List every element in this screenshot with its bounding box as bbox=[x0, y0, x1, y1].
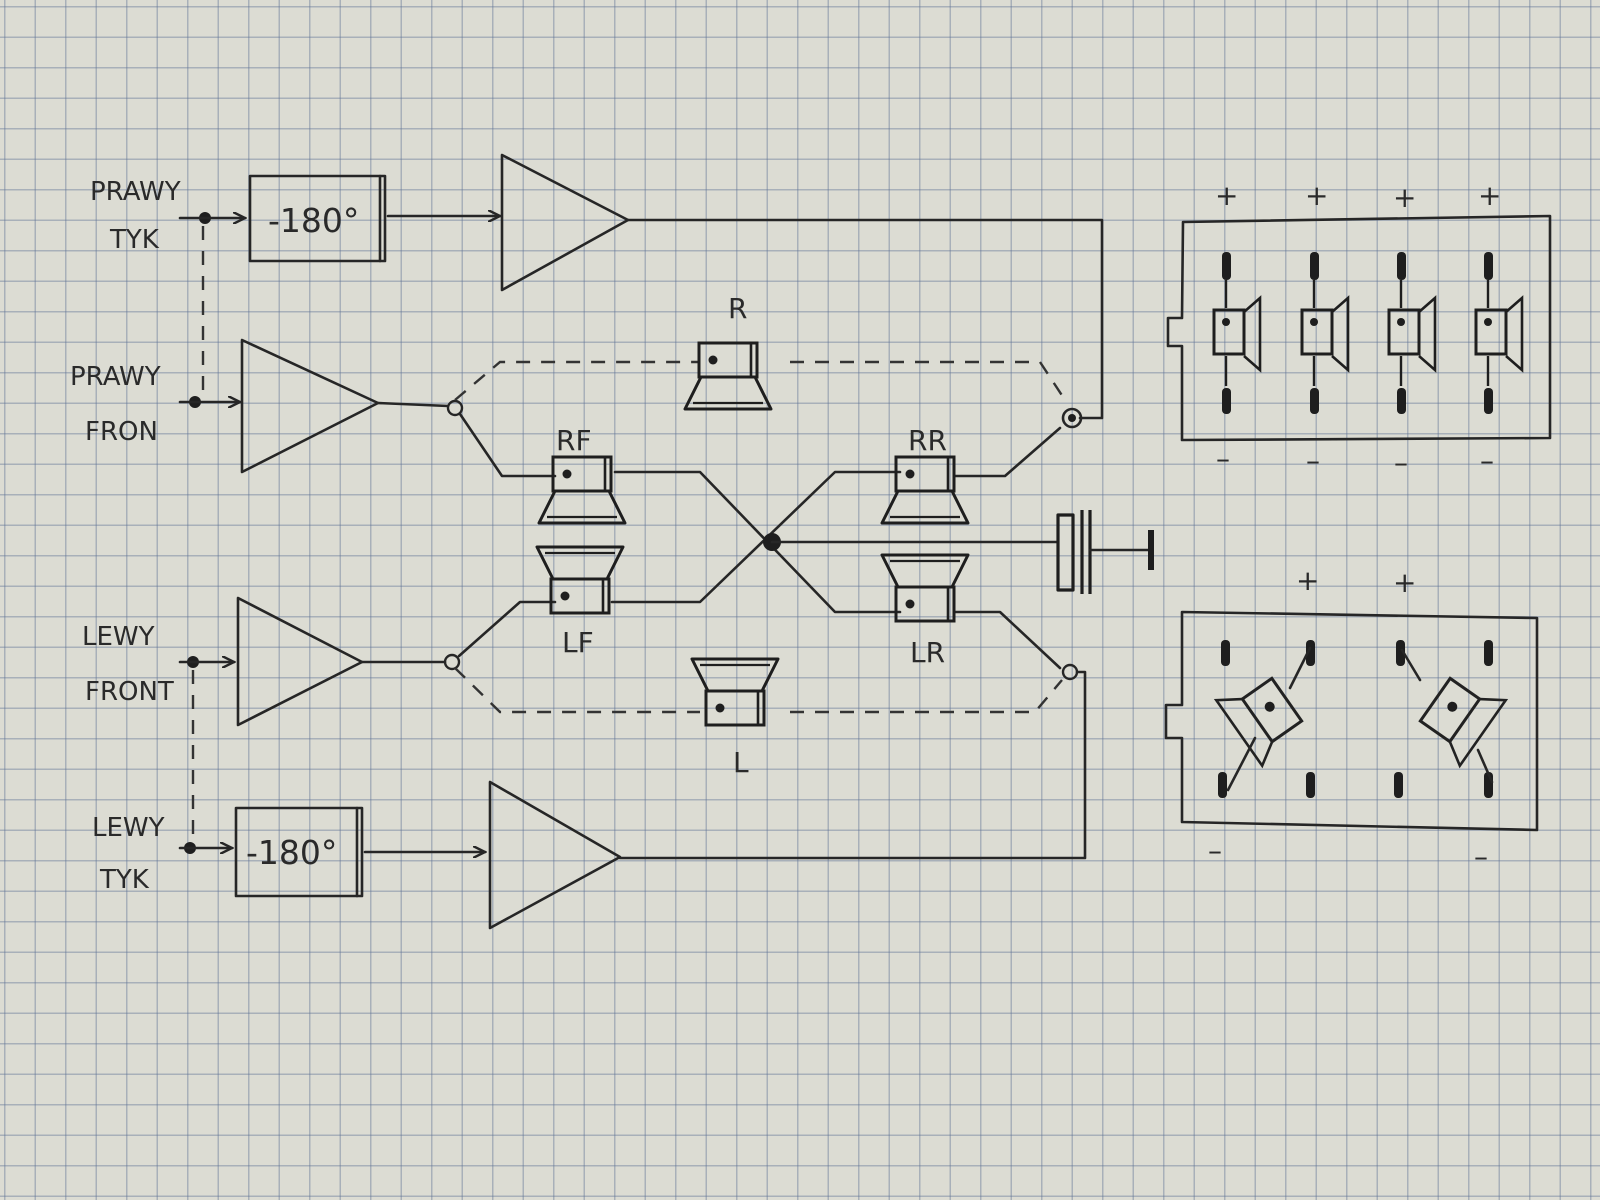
panel-bottom-speaker-left bbox=[1213, 676, 1304, 769]
panel-top-speaker-2 bbox=[1300, 252, 1350, 414]
speaker-RF bbox=[537, 455, 627, 525]
panel-bottom-terminal-bottom-3 bbox=[1394, 772, 1403, 798]
amplifier-right-sub bbox=[500, 153, 630, 292]
panel-bottom-plus-1: + bbox=[1296, 564, 1319, 597]
panel-top: + + + + – – – – bbox=[1166, 179, 1552, 479]
amplifier-left-sub bbox=[488, 780, 622, 930]
damper-component bbox=[1056, 510, 1154, 594]
speaker-R-label: R bbox=[728, 292, 747, 325]
panel-top-speaker-4 bbox=[1474, 252, 1524, 414]
panel-top-minus-3: – bbox=[1394, 446, 1408, 479]
spk-L-cone bbox=[690, 657, 780, 692]
panel-bottom-plus-2: + bbox=[1393, 566, 1416, 599]
panel-top-plus-1: + bbox=[1215, 179, 1238, 212]
panel-top-minus-2: – bbox=[1306, 444, 1320, 477]
speaker-LR bbox=[880, 553, 970, 623]
panel-bottom-terminal-top-2 bbox=[1306, 640, 1315, 666]
spk-R-cone bbox=[683, 376, 773, 411]
speaker-LR-label: LR bbox=[910, 636, 945, 669]
spk-RR-cone bbox=[880, 490, 970, 525]
speaker-R bbox=[683, 341, 773, 411]
speaker-RR-label: RR bbox=[908, 424, 947, 457]
phase-label-bottom: -180° bbox=[246, 833, 337, 872]
spk-RR-dot bbox=[905, 469, 915, 479]
spk-R-magnet bbox=[697, 341, 759, 379]
spk-RR-magnet bbox=[894, 455, 956, 493]
panel-bottom-minus-1: – bbox=[1208, 834, 1222, 867]
panel-top-plus-4: + bbox=[1478, 179, 1501, 212]
phase-label-top: -180° bbox=[268, 201, 359, 240]
amplifier-left-front bbox=[236, 596, 364, 727]
speaker-L bbox=[690, 657, 780, 727]
label-left-front-line1: LEWY bbox=[82, 622, 155, 652]
panel-bottom-minus-2: – bbox=[1474, 840, 1488, 873]
spk-L-magnet bbox=[704, 689, 766, 727]
speaker-LF-label: LF bbox=[562, 626, 594, 659]
spk-R-dot bbox=[708, 355, 718, 365]
label-left-front-line2: FRONT bbox=[85, 677, 174, 707]
label-left-front: LEWY FRONT bbox=[82, 622, 174, 707]
input-connections bbox=[178, 212, 245, 854]
label-right-front-line1: PRAWY bbox=[70, 362, 161, 392]
wiring bbox=[360, 218, 1104, 860]
label-left-sub-line1: LEWY bbox=[92, 813, 165, 843]
spk-LF-dot bbox=[560, 591, 570, 601]
label-right-sub-line2: TYK bbox=[109, 225, 160, 255]
speaker-RR bbox=[880, 455, 970, 525]
label-left-sub: LEWY TYK bbox=[92, 813, 165, 895]
spk-LR-dot bbox=[905, 599, 915, 609]
panel-bottom-terminal-top-3 bbox=[1396, 640, 1405, 666]
panel-top-plus-3: + bbox=[1393, 181, 1416, 214]
amplifier-right-front bbox=[240, 338, 380, 474]
label-right-sub: PRAWY TYK bbox=[90, 177, 181, 255]
label-left-sub-line2: TYK bbox=[99, 865, 150, 895]
label-right-front: PRAWY FRON bbox=[70, 362, 161, 447]
spk-RF-cone bbox=[537, 490, 627, 525]
panel-bottom: + + – – bbox=[1164, 564, 1539, 873]
spk-L-dot bbox=[715, 703, 725, 713]
spk-LR-cone bbox=[880, 553, 970, 588]
label-right-front-line2: FRON bbox=[85, 417, 158, 447]
panel-top-speaker-1 bbox=[1212, 252, 1262, 414]
spk-LF-cone bbox=[535, 545, 625, 580]
panel-bottom-terminal-top-1 bbox=[1221, 640, 1230, 666]
phase-box-bottom: -180° bbox=[234, 806, 364, 898]
spk-LF-magnet bbox=[549, 577, 611, 615]
label-right-sub-line1: PRAWY bbox=[90, 177, 181, 207]
speaker-LF bbox=[535, 545, 625, 615]
panel-top-plus-2: + bbox=[1305, 179, 1328, 212]
spk-RF-dot bbox=[562, 469, 572, 479]
panel-top-minus-1: – bbox=[1216, 442, 1230, 475]
panel-bottom-speaker-right bbox=[1418, 676, 1509, 769]
panel-bottom-terminal-bottom-1 bbox=[1218, 772, 1227, 798]
panel-top-minus-4: – bbox=[1480, 444, 1494, 477]
speaker-RF-label: RF bbox=[556, 424, 592, 457]
panel-top-speaker-3 bbox=[1387, 252, 1437, 414]
phase-box-top: -180° bbox=[248, 174, 387, 263]
panel-bottom-terminal-top-4 bbox=[1484, 640, 1493, 666]
panel-bottom-terminal-bottom-2 bbox=[1306, 772, 1315, 798]
speaker-L-label: L bbox=[733, 746, 749, 779]
spk-RF-magnet bbox=[551, 455, 613, 493]
spk-LR-magnet bbox=[894, 585, 956, 623]
